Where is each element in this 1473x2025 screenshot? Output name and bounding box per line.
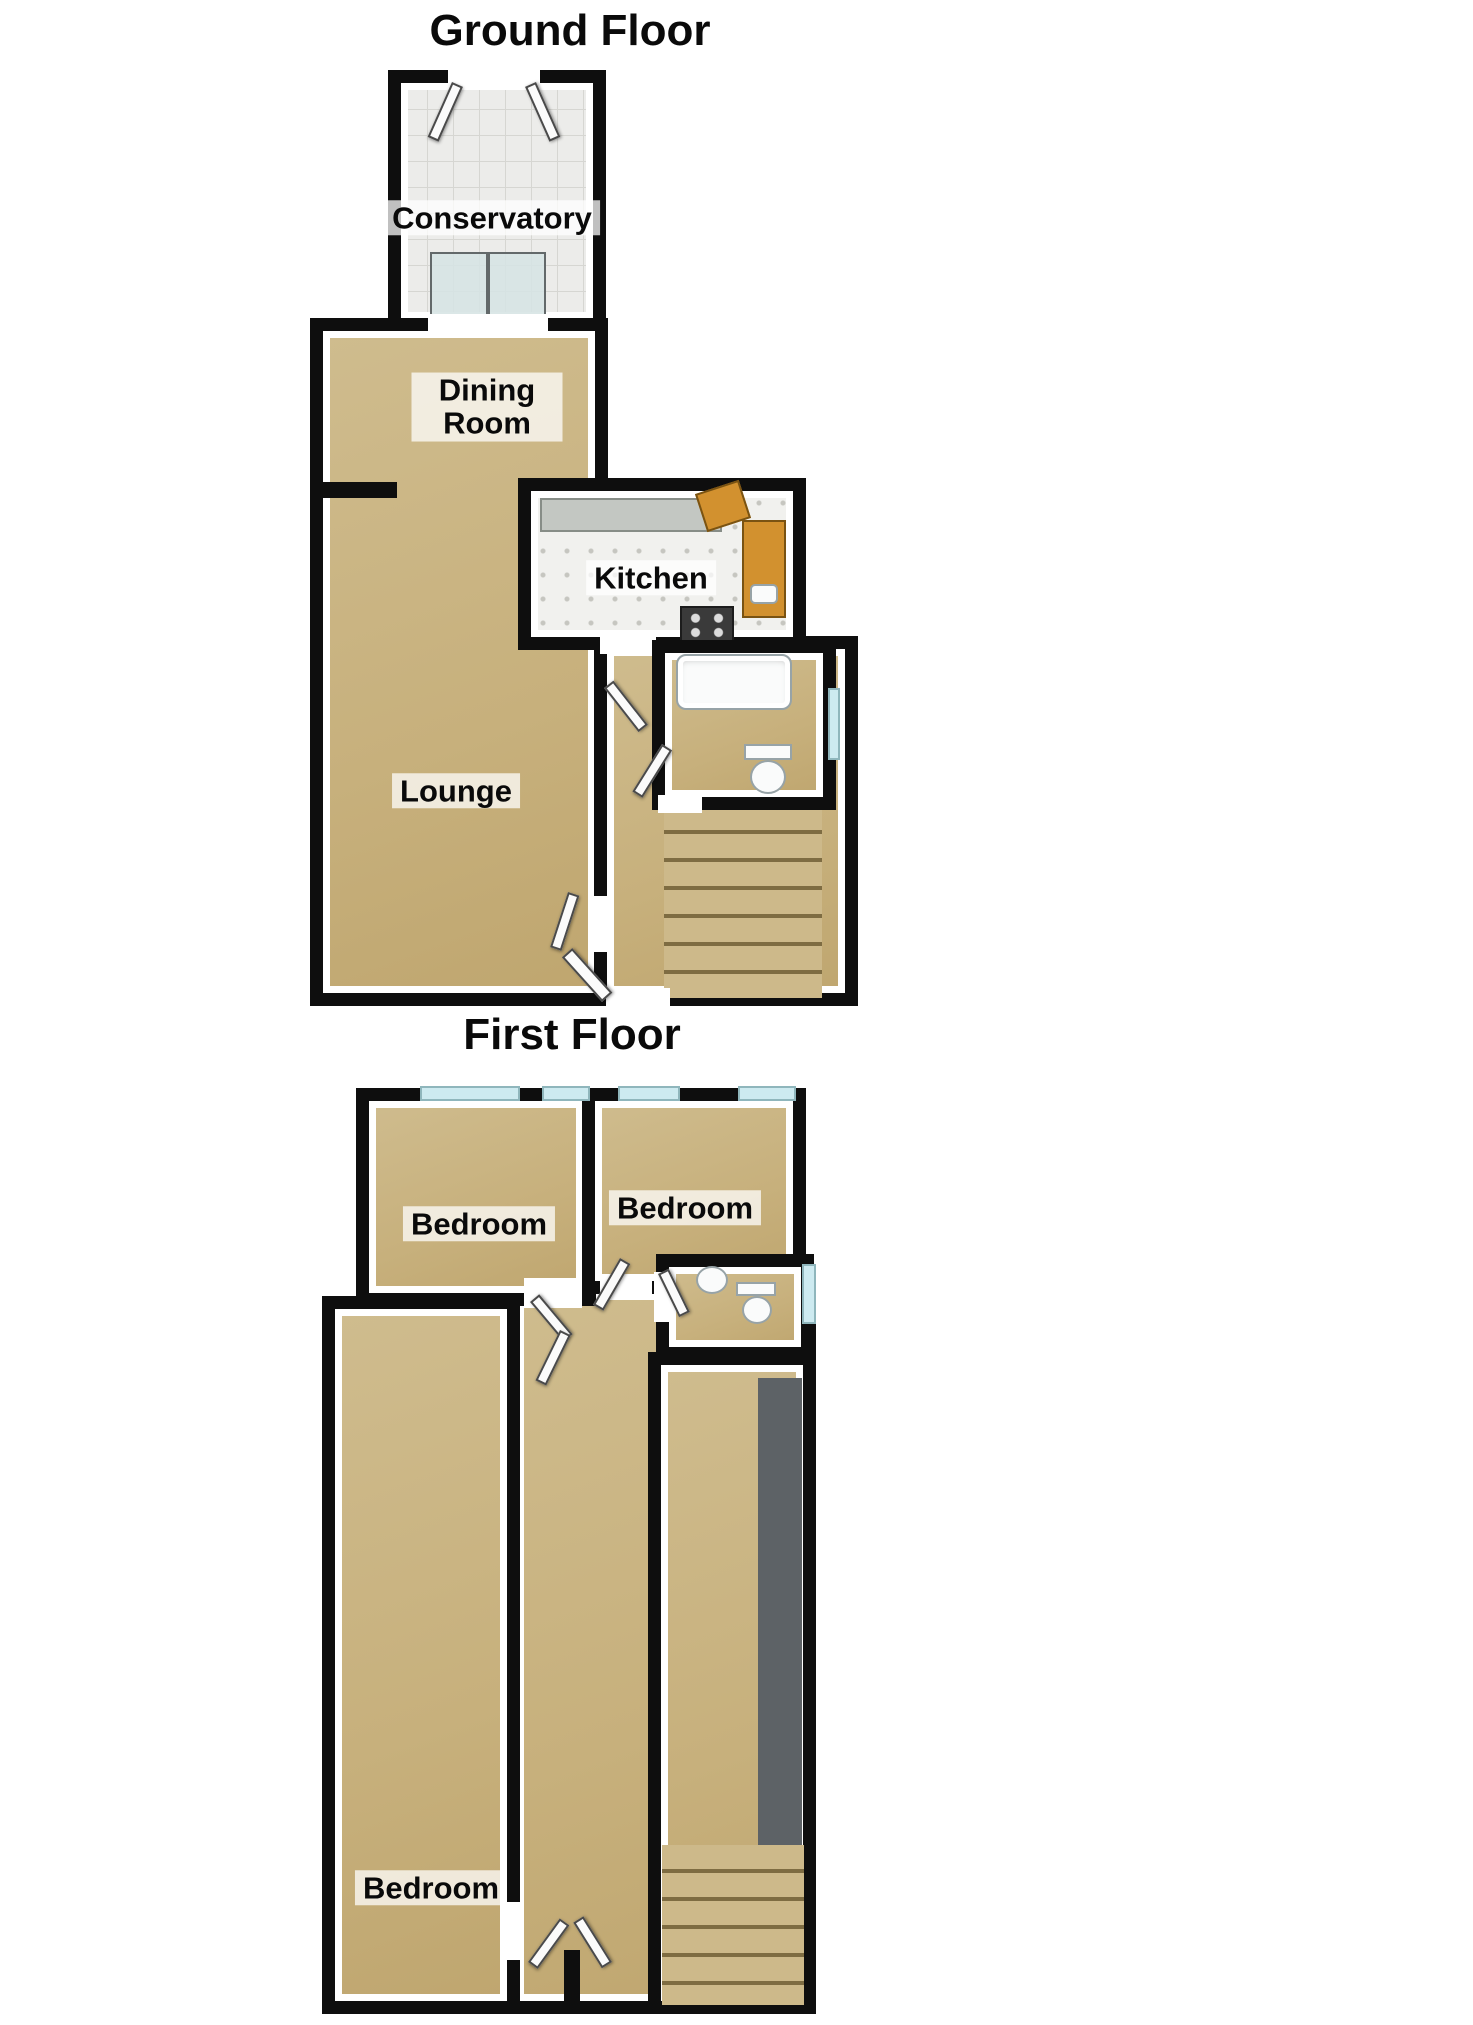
bathroom-ground-doorway — [658, 795, 702, 813]
toilet-bowl-first-icon — [742, 1296, 772, 1324]
room-bedroom-top-left — [356, 1088, 596, 1306]
first-floor-title: First Floor — [463, 1010, 681, 1059]
label-kitchen: Kitchen — [586, 560, 716, 596]
window-bedroom-tl-icon — [420, 1086, 520, 1101]
toilet-tank-first-icon — [736, 1282, 776, 1296]
window-bathroom-first-icon — [802, 1264, 816, 1324]
window-bedroom-tl-right-icon — [542, 1086, 590, 1101]
lounge-doorway — [592, 896, 610, 952]
stair-void — [758, 1378, 802, 1856]
dining-lounge-wall-stub — [323, 482, 397, 498]
window-bedroom-tr-right-icon — [738, 1086, 796, 1101]
label-conservatory: Conservatory — [384, 200, 600, 236]
landing-wall-stub — [564, 1950, 580, 2014]
window-ground-right-icon — [828, 688, 840, 760]
stairs-ground-icon — [664, 806, 822, 998]
room-bedroom-bottom-left — [322, 1296, 520, 2014]
bedroom-bl-doorway — [502, 1902, 522, 1960]
patio-doorway — [428, 314, 548, 336]
conservatory-doorway — [448, 66, 540, 86]
oven-icon — [680, 606, 734, 644]
stairs-first-icon — [662, 1845, 804, 2005]
sink-icon — [696, 1266, 728, 1294]
toilet-tank-ground-icon — [744, 744, 792, 760]
kitchen-doorway — [600, 634, 656, 654]
toilet-bowl-ground-icon — [750, 760, 786, 794]
window-bedroom-tr-icon — [618, 1086, 680, 1101]
label-bedroom-top-left: Bedroom — [402, 1206, 556, 1242]
label-bedroom-bottom-left: Bedroom — [354, 1870, 508, 1906]
kitchen-sink-icon — [750, 584, 778, 604]
patio-door-icon — [430, 252, 546, 316]
label-dining-room: Dining Room — [411, 372, 563, 442]
kitchen-counter-icon — [540, 498, 722, 532]
label-lounge: Lounge — [392, 773, 520, 809]
bathtub-icon — [676, 654, 792, 710]
ground-floor-title: Ground Floor — [429, 6, 711, 55]
label-bedroom-top-right: Bedroom — [608, 1190, 762, 1226]
front-doorway — [606, 988, 670, 1008]
